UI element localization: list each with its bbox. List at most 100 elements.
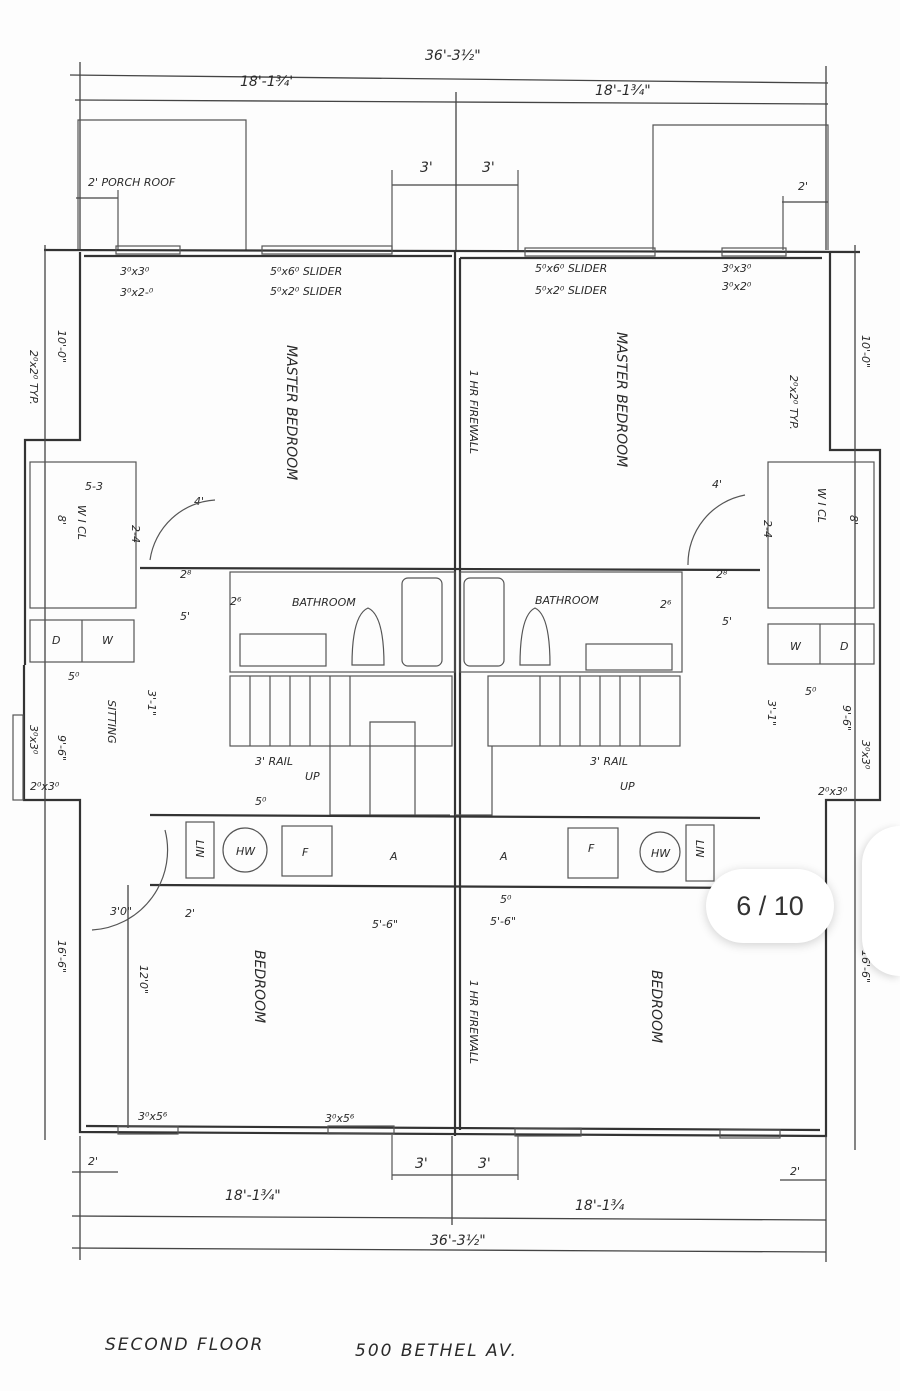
- window-label: 3⁰x5⁶: [325, 1112, 355, 1125]
- porch-roof-label: 2' PORCH ROOF: [88, 176, 176, 189]
- window-label: 2⁰x3⁰: [30, 780, 60, 793]
- rail-label: 3' RAIL: [255, 755, 293, 768]
- window-label: 2⁰x2⁰ TYP.: [787, 375, 800, 430]
- window-label: 3⁰x3⁰: [27, 725, 40, 755]
- dim-label: 8': [847, 515, 860, 525]
- dim-label: 9'-6": [840, 705, 853, 731]
- closet-label: W I CL: [815, 488, 828, 523]
- dim-label: 5-3: [85, 480, 103, 493]
- dim-label: 2⁸: [716, 568, 728, 581]
- water-heater-label: HW: [236, 845, 256, 858]
- top-dimensions: 36'-3½" 18'-1¾' 18'-1¾": [69, 48, 829, 250]
- room-master-bedroom-left: MASTER BEDROOM: [283, 345, 299, 480]
- dim-label: 5⁰: [500, 893, 512, 906]
- closet-a-label: A: [389, 850, 398, 863]
- half-width-top-right: 18'-1¾": [595, 83, 651, 99]
- room-bedroom-right: BEDROOM: [648, 970, 664, 1043]
- firewall-label-top: 1 HR FIREWALL: [467, 370, 480, 454]
- washer-label: W: [790, 640, 802, 653]
- window-label: 5⁰x2⁰ SLIDER: [535, 284, 607, 297]
- window-label: 2⁰x2⁰ TYP.: [27, 350, 40, 405]
- utility-row: LIN LIN HW HW F F A A 3'0" 2' 5⁰ 5'-6" 5…: [91, 813, 761, 931]
- room-master-bedroom-right: MASTER BEDROOM: [613, 332, 629, 467]
- bathrooms: BATHROOM BATHROOM 5' 5' 2⁸ 2⁸ 2⁶ 2⁶: [139, 566, 761, 673]
- furnace-label: F: [588, 842, 595, 855]
- window-label: 3⁰x3⁰: [120, 265, 150, 278]
- dim-label: 5': [722, 615, 732, 628]
- dryer-label: D: [840, 640, 848, 653]
- window-label: 3⁰x2⁰: [722, 280, 752, 293]
- linen-closet-label: LIN: [693, 840, 706, 858]
- half-width-top-left: 18'-1¾': [240, 74, 293, 90]
- rail-label: 3' RAIL: [590, 755, 628, 768]
- dim-label: 4': [712, 478, 722, 491]
- half-width-bottom-left: 18'-1¾": [225, 1188, 281, 1204]
- window-label: 5⁰x6⁰ SLIDER: [270, 265, 342, 278]
- dim-label: 10'-0": [859, 335, 872, 368]
- stairs: 3' RAIL 3' RAIL UP UP: [229, 675, 681, 816]
- window-label: 5⁰x2⁰ SLIDER: [270, 285, 342, 298]
- dim-label: 8': [55, 515, 68, 525]
- water-heater-label: HW: [651, 847, 671, 860]
- drawing-title: SECOND FLOOR: [105, 1335, 264, 1355]
- closet-a-label: A: [499, 850, 508, 863]
- dim-label: 2': [790, 1165, 800, 1178]
- image-counter-badge: 6 / 10: [706, 869, 834, 943]
- dim-label: 12'0": [137, 965, 150, 994]
- firewall-label-bottom: 1 HR FIREWALL: [467, 980, 480, 1064]
- dim-label: 9'-6": [55, 735, 68, 761]
- dim-label: 2': [88, 1155, 98, 1168]
- exterior-walls: [12, 248, 882, 1138]
- window-label: 3⁰x3⁰: [859, 740, 872, 770]
- dim-label: 16'-6": [55, 940, 68, 973]
- dim-label: 5⁰: [255, 795, 267, 808]
- room-bedroom-left: BEDROOM: [251, 950, 267, 1023]
- dim-label: 3': [478, 1156, 491, 1172]
- dim-label: 2': [185, 907, 195, 920]
- bottom-dimensions: 3⁰x5⁶ 3⁰x5⁶ 2' 2' 3' 3' 18'-1¾" 18'-1¾ 3…: [71, 1110, 827, 1262]
- next-image-button[interactable]: [862, 826, 900, 976]
- room-sitting: SITTING: [105, 700, 118, 744]
- dim-label: 2-4: [761, 520, 774, 538]
- dim-label: 2⁶: [660, 598, 672, 611]
- dim-label: 3'-1": [145, 690, 158, 716]
- washer-label: W: [102, 634, 114, 647]
- dim-label: 2': [798, 180, 808, 193]
- stair-up-label: UP: [305, 770, 320, 783]
- dim-label: 2⁶: [230, 595, 242, 608]
- dim-label: 5'-6": [490, 915, 516, 928]
- dim-label: 2⁸: [180, 568, 192, 581]
- overall-width-top: 36'-3½": [425, 48, 481, 64]
- image-counter: 6 / 10: [736, 890, 804, 921]
- drawing-address: 500 BETHEL AV.: [355, 1341, 518, 1361]
- closet-label: W I CL: [75, 505, 88, 540]
- dryer-label: D: [52, 634, 60, 647]
- dim-label: 10'-0": [55, 330, 68, 363]
- window-label: 3⁰x5⁶: [138, 1110, 168, 1123]
- dim-label: 3'-1": [765, 700, 778, 726]
- dim-label: 3': [482, 160, 495, 176]
- dim-label: 5': [180, 610, 190, 623]
- overall-width-bottom: 36'-3½": [430, 1233, 486, 1249]
- dim-label: 5'-6": [372, 918, 398, 931]
- window-label: 3⁰x2-⁰: [120, 286, 154, 299]
- dim-label: 5⁰: [68, 670, 80, 683]
- dim-label: 2-4: [129, 525, 142, 543]
- window-label: 3⁰x3⁰: [722, 262, 752, 275]
- dim-label: 3': [415, 1156, 428, 1172]
- furnace-label: F: [302, 846, 309, 859]
- bathroom-label: BATHROOM: [292, 596, 356, 609]
- top-windows: 3⁰x3⁰ 3⁰x2-⁰ 5⁰x6⁰ SLIDER 5⁰x2⁰ SLIDER 5…: [115, 245, 787, 299]
- porch-roofs: 2' PORCH ROOF 2' 3' 3': [76, 119, 829, 250]
- linen-closet-label: LIN: [193, 840, 206, 858]
- half-width-bottom-right: 18'-1¾: [575, 1198, 625, 1214]
- walk-in-closets: W I CL W I CL 5-3 8' 8' D W W D 4' 4' 2-…: [29, 461, 875, 665]
- window-label: 2⁰x3⁰: [818, 785, 848, 798]
- dim-label: 5⁰: [805, 685, 817, 698]
- window-label: 5⁰x6⁰ SLIDER: [535, 262, 607, 275]
- dim-label: 3'0": [110, 905, 132, 918]
- dim-label: 4': [194, 495, 204, 508]
- stair-up-label: UP: [620, 780, 635, 793]
- bathroom-label: BATHROOM: [535, 594, 599, 607]
